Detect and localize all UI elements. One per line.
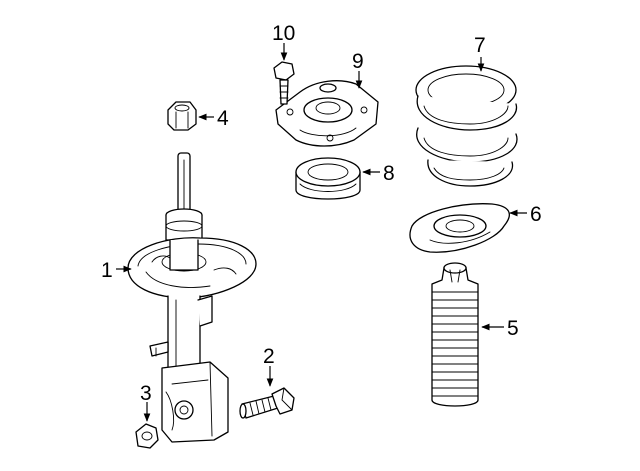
- part-lower-nut: [135, 423, 159, 449]
- callout-1: 1: [101, 259, 113, 282]
- part-bolt: [239, 387, 295, 419]
- part-dust-boot: [431, 262, 479, 407]
- callout-5: 5: [507, 317, 519, 340]
- callout-7: 7: [474, 34, 486, 57]
- callout-4: 4: [217, 107, 229, 130]
- part-strut-mount: [275, 80, 379, 147]
- part-mount-bolt: [273, 61, 295, 105]
- leader-lines: [116, 43, 527, 422]
- callout-labels: 1 2 3 4 5 6 7 8 9 10: [101, 22, 542, 405]
- callout-10: 10: [272, 22, 295, 45]
- part-top-nut: [167, 101, 197, 131]
- callout-2: 2: [263, 345, 275, 368]
- part-coil-spring: [415, 65, 518, 187]
- callout-3: 3: [140, 382, 152, 405]
- part-strut-bearing: [295, 157, 361, 200]
- callout-9: 9: [352, 50, 364, 73]
- callout-6: 6: [530, 203, 542, 226]
- part-strut-assembly: [127, 152, 257, 443]
- part-spring-insulator: [409, 203, 510, 253]
- callout-8: 8: [383, 162, 395, 185]
